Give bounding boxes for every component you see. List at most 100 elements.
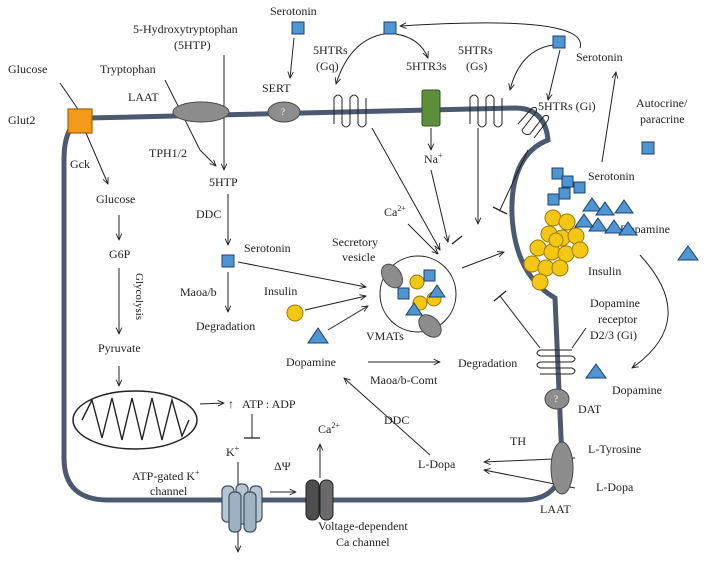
dopamine-outer-label: Dopamine	[612, 383, 662, 397]
vesicle-to-exocytosis-arrow	[461, 252, 504, 269]
glycolysis-label: Glycolysis	[133, 273, 145, 320]
hydroxytryptophan-label: 5-Hydroxytryptophan	[133, 22, 238, 36]
d23-inhibition-line	[499, 295, 541, 349]
vesicle-serotonin-1	[423, 269, 436, 282]
sert-unknown-mark: ?	[281, 107, 285, 117]
vmat-transporter-1	[381, 263, 403, 289]
secretory-vesicle-label-2: vesicle	[342, 250, 375, 264]
glucose-inside-label: Glucose	[96, 192, 135, 206]
ca-influx-label: Ca2+	[318, 421, 340, 436]
k-ion-label: K+	[226, 444, 240, 459]
htr3-channel-icon	[421, 89, 441, 127]
gck-label: Gck	[70, 157, 90, 171]
serotonin-far-right-square	[641, 141, 655, 155]
th-label: TH	[510, 434, 526, 448]
htrs-gi-label: 5HTRs (Gi)	[538, 99, 596, 113]
laat-bottom-transporter	[550, 441, 574, 495]
serotonin-to-gs-arrow	[510, 44, 554, 90]
ldopa-inner-label: L-Dopa	[418, 457, 456, 471]
dat-transporter	[544, 388, 570, 410]
tph-arrow	[199, 149, 216, 166]
insulin-left-label: Insulin	[264, 284, 297, 298]
degradation-mid-label: Degradation	[458, 356, 517, 370]
sert-label: SERT	[262, 81, 291, 95]
autocrine-arrow	[601, 72, 616, 163]
ldopa-to-dopamine-arrow	[344, 378, 431, 456]
mito-to-atp-arrow	[199, 403, 224, 404]
ltyrosine-label: L-Tyrosine	[588, 442, 641, 456]
degradation-left-label: Degradation	[196, 319, 255, 333]
vesicle-dopamine-2	[405, 302, 423, 316]
maoa-comt-label: Maoa/b-Comt	[370, 373, 438, 387]
d23-label-1: Dopamine	[590, 296, 640, 310]
dat-unknown-mark: ?	[554, 394, 558, 404]
htr-gi-inhibition-bar	[492, 206, 508, 215]
gq-to-vesicle-arrow	[371, 127, 440, 250]
dopamine-feedback-arrow	[632, 254, 669, 368]
vdcc-label-1: Voltage-dependent	[318, 519, 408, 533]
sert-transporter	[267, 101, 301, 123]
d23-connector	[571, 327, 587, 349]
g6p-label: G6P	[109, 247, 131, 261]
hydroxytryptophan-abbr: (5HTP)	[174, 38, 211, 52]
vesicle-dopamine-1	[428, 284, 446, 298]
serotonin-top-square	[291, 21, 305, 35]
glut2-to-glucose-arrow	[85, 132, 108, 184]
d23-label-3: D2/3 (Gi)	[590, 328, 637, 342]
htrs-gq-label-1: 5HTRs	[313, 43, 348, 57]
serotonin-right-label: Serotonin	[576, 50, 623, 64]
insulin-inner-granule	[286, 304, 304, 322]
serotonin-return-arrow	[400, 22, 581, 49]
serotonin-ca-square	[383, 21, 397, 35]
dopamine-receptor-icon	[540, 349, 572, 375]
htr-gi-receptor-icon	[517, 107, 549, 139]
autocrine-label-1: Autocrine/	[636, 96, 688, 110]
glut2-label: Glut2	[8, 113, 35, 127]
atp-up-arrow: ↑	[228, 397, 234, 411]
dopamine-right-triangle	[677, 245, 699, 261]
atp-gated-channel-label-1: ATP-gated K+	[132, 468, 200, 483]
gs-inhibition-bar	[451, 235, 463, 245]
ca-inner-label: Ca2+	[384, 204, 406, 219]
pyruvate-label: Pyruvate	[98, 341, 141, 355]
insulin-right-label: Insulin	[588, 264, 621, 278]
htr3s-label: 5HTR3s	[406, 59, 447, 73]
secretory-vesicle-label-1: Secretory	[332, 235, 378, 249]
laat-top-label: LAAT	[128, 90, 159, 104]
laat-top-transporter	[172, 101, 230, 123]
ddc-top-label: DDC	[196, 207, 221, 221]
htr-gs-receptor-icon	[469, 94, 503, 128]
dat-label: DAT	[578, 402, 602, 416]
vmat-transporter-2	[418, 314, 442, 338]
atp-gated-channel-label-2: channel	[150, 484, 188, 498]
delta-psi-label: ΔΨ	[274, 459, 291, 473]
serotonin-to-sert-arrow	[290, 37, 295, 78]
htr-gq-receptor-icon	[333, 94, 367, 128]
htr-gi-inhibition-line	[499, 149, 529, 211]
serotonin-top-label: Serotonin	[270, 4, 317, 18]
insulin-to-vesicle-arrow	[304, 296, 366, 311]
vesicle-serotonin-2	[397, 287, 410, 300]
atp-gated-k-channel-icon	[221, 483, 263, 533]
dopamine-receptor-loops	[536, 349, 576, 375]
serotonin-upper-right-square	[552, 35, 566, 49]
dopamine-inner-triangle	[307, 327, 329, 344]
ca-feedback-arrow-left	[336, 33, 385, 84]
exocytosis-cluster	[523, 167, 638, 291]
serotonin-inner-label: Serotonin	[244, 241, 291, 255]
atp-adp-label: ATP : ADP	[242, 397, 296, 411]
maoa-label: Maoa/b	[180, 285, 217, 299]
htrs-gq-label-2: (Gq)	[316, 59, 339, 73]
d23-label-2: receptor	[598, 312, 637, 326]
autocrine-label-2: paracrine	[640, 112, 685, 126]
d23-inhibition-bar	[493, 290, 507, 302]
dopamine-outer-triangle	[585, 363, 607, 379]
serotonin-to-gi-arrow	[548, 49, 561, 100]
serotonin-inner-square	[221, 254, 235, 268]
glut2-transporter	[67, 108, 93, 134]
mitochondrion-icon	[72, 390, 198, 450]
htrs-gs-label-2: (Gs)	[466, 59, 487, 73]
voltage-ca-channel-icon	[305, 479, 334, 521]
serotonin-granule-label: Serotonin	[588, 169, 635, 183]
